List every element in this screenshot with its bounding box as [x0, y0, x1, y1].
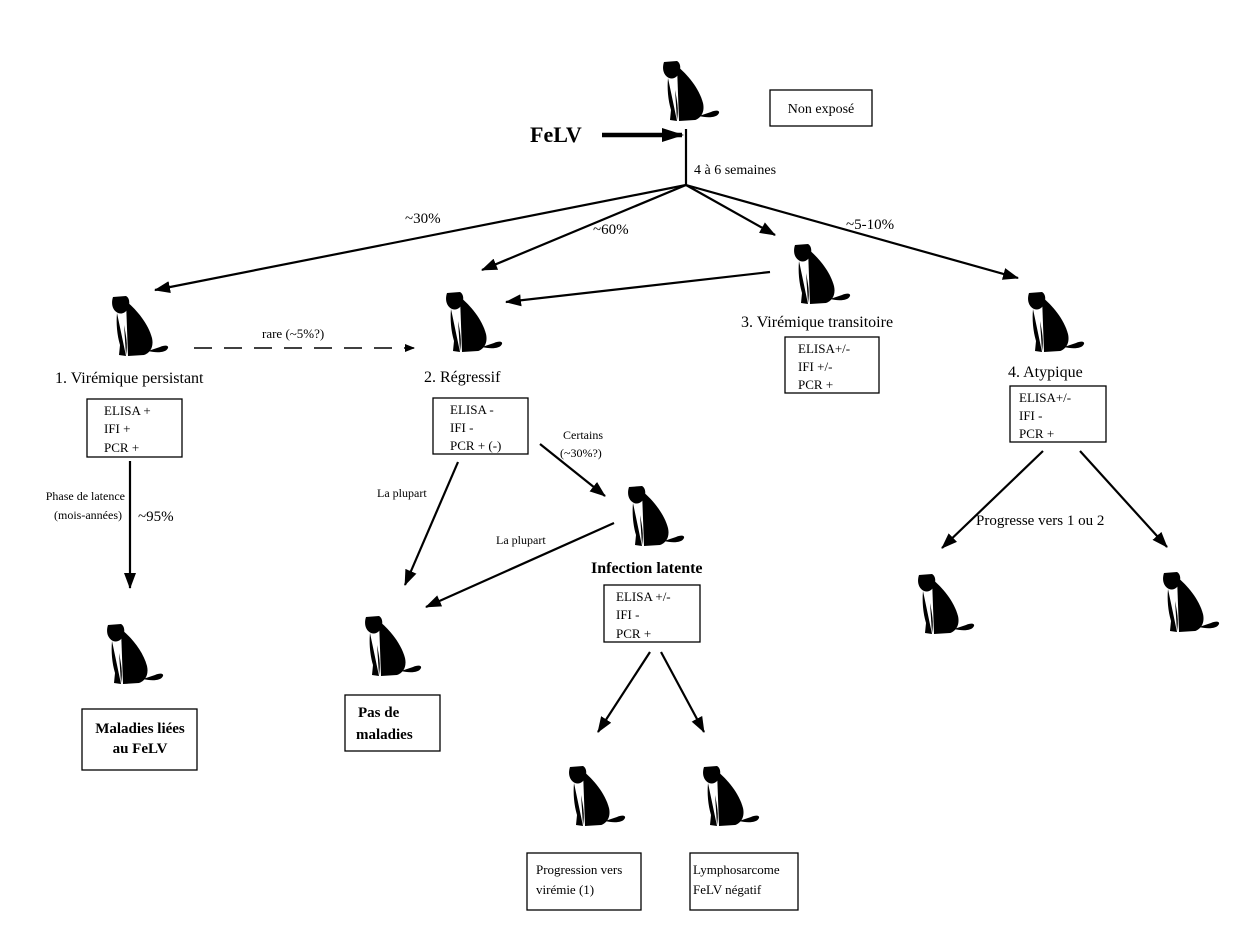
state-1-test-pcr: PCR +: [104, 440, 139, 455]
incubation-label: 4 à 6 semaines: [694, 163, 776, 178]
cat-lymphosarcoma-icon: [695, 756, 760, 826]
rare-label: rare (~5%?): [262, 326, 324, 341]
most-label-1: La plupart: [377, 486, 427, 500]
state-3-test-ifi: IFI +/-: [798, 359, 832, 374]
unexposed-label: Non exposé: [788, 102, 855, 117]
latency-label-line1: Phase de latence: [46, 489, 125, 503]
arrow-latent-to-progression: [597, 651, 651, 733]
state-3-test-elisa: ELISA+/-: [798, 341, 850, 356]
cat-persistent-icon: [104, 286, 169, 356]
regressive-pct-label: ~60%: [593, 222, 629, 238]
state-2-title: 2. Régressif: [424, 369, 501, 386]
cat-unexposed-icon: [655, 51, 720, 121]
state-4-title: 4. Atypique: [1008, 364, 1083, 381]
lymphosarcoma-box: [689, 852, 799, 911]
state-4-test-ifi: IFI -: [1019, 408, 1042, 423]
arrow-latent-to-lymphosarcoma: [660, 651, 705, 733]
latent-test-ifi: IFI -: [616, 607, 639, 622]
arrow-atypical-right: [1079, 450, 1168, 548]
arrow-to-regressive: [481, 183, 687, 272]
state-3-title: 3. Virémique transitoire: [741, 314, 893, 331]
arrow-regressive-to-latent: [539, 443, 606, 497]
no-disease-line2: maladies: [356, 727, 413, 743]
arrow-atypical-left: [941, 450, 1044, 549]
unexposed-box: [769, 89, 873, 127]
state-4-test-box: [1009, 385, 1107, 443]
cat-atypical-icon: [1020, 282, 1085, 352]
state-1-test-ifi: IFI +: [104, 421, 130, 436]
most-label-2: La plupart: [496, 533, 546, 547]
state-2-test-ifi: IFI -: [450, 420, 473, 435]
latent-test-box: [603, 584, 701, 643]
state-2-test-box: [432, 397, 529, 455]
arrow-latent-to-no-disease: [425, 521, 615, 609]
latent-test-pcr: PCR +: [616, 626, 651, 641]
latency-label-line2: (mois-années): [54, 508, 122, 522]
state-2-test-pcr: PCR + (-): [450, 438, 501, 453]
no-disease-box: [344, 694, 441, 752]
state-4-test-pcr: PCR +: [1019, 426, 1054, 441]
progress-label: Progresse vers 1 ou 2: [976, 513, 1104, 529]
state-2-test-elisa: ELISA -: [450, 402, 494, 417]
latent-test-elisa: ELISA +/-: [616, 589, 671, 604]
some-label-line2: (~30%?): [560, 446, 602, 460]
state-1-title: 1. Virémique persistant: [55, 370, 204, 387]
cat-no-disease-icon: [357, 606, 422, 676]
no-disease-line1: Pas de: [358, 705, 400, 721]
latent-title: Infection latente: [591, 560, 703, 577]
state-3-test-box: [784, 336, 880, 394]
progression-box: [526, 852, 642, 911]
cat-atypical-left-icon: [910, 564, 975, 634]
cat-transient-icon: [786, 234, 851, 304]
arrow-to-persistent: [154, 183, 687, 293]
felv-diseases-box: [81, 708, 198, 771]
state-3-test-pcr: PCR +: [798, 377, 833, 392]
felv-label: FeLV: [530, 122, 582, 147]
cat-latent-icon: [620, 476, 685, 546]
persistent-pct-label: ~30%: [405, 211, 441, 227]
cat-regressive-icon: [438, 282, 503, 352]
state-1-test-box: [86, 398, 183, 458]
progression-line1: Progression vers: [536, 862, 622, 877]
cat-atypical-right-icon: [1155, 562, 1220, 632]
cat-felv-diseases-icon: [99, 614, 164, 684]
felv-diseases-line1: Maladies liées: [95, 721, 185, 737]
felv-diseases-line2: au FeLV: [113, 741, 168, 757]
lymphosarcoma-line2: FeLV négatif: [693, 882, 762, 897]
arrow-transient-to-regressive: [505, 270, 771, 307]
cat-progression-icon: [561, 756, 626, 826]
state-1-test-elisa: ELISA +: [104, 403, 151, 418]
atypical-pct-label: ~5-10%: [846, 217, 894, 233]
state-4-test-elisa: ELISA+/-: [1019, 390, 1071, 405]
latency-pct-label: ~95%: [138, 509, 174, 525]
arrow-to-transient: [685, 184, 776, 236]
some-label-line1: Certains: [563, 428, 603, 442]
lymphosarcoma-line1: Lymphosarcome: [693, 862, 780, 877]
arrow-to-atypical: [685, 183, 1019, 280]
progression-line2: virémie (1): [536, 882, 594, 897]
arrow-regressive-to-no-disease: [403, 461, 460, 586]
